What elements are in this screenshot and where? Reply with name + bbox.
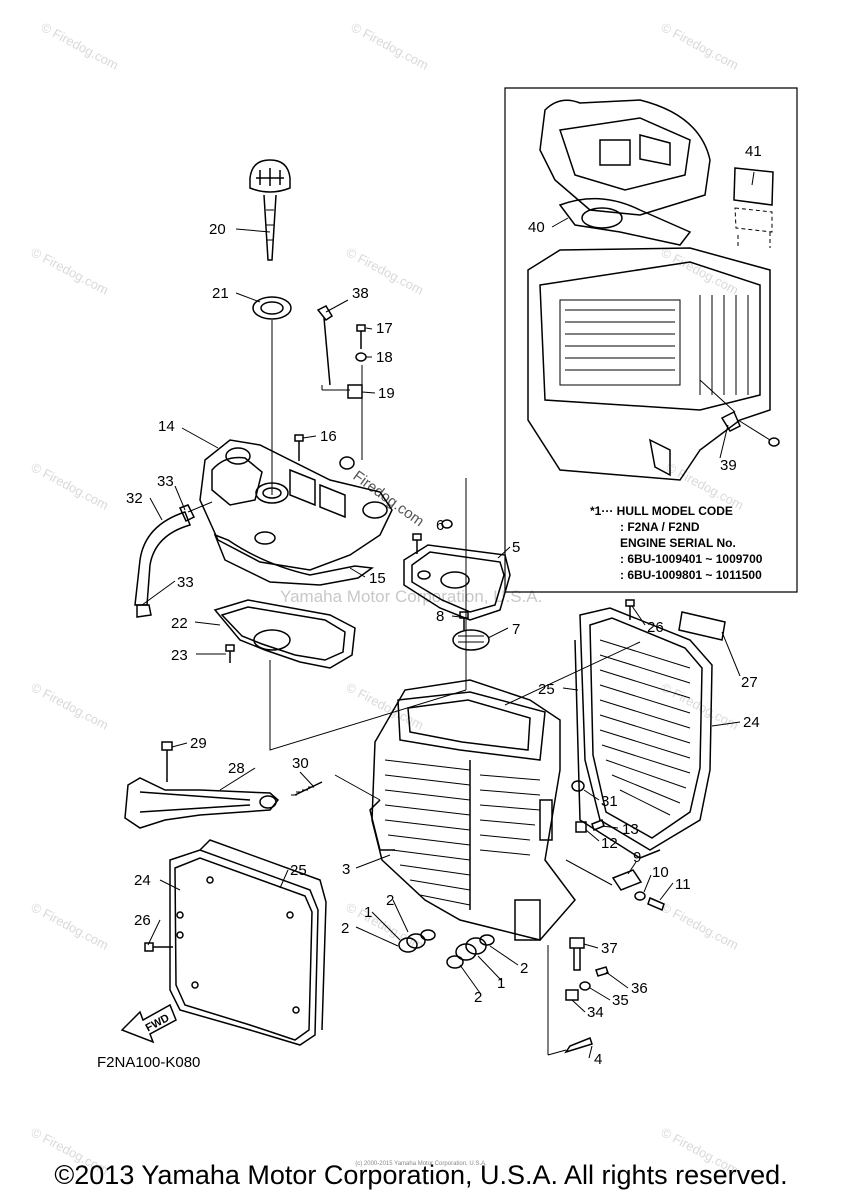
callout-numbers: 20 21 38 17 18 19 14 16 33 32 15 33 22 2… xyxy=(126,143,762,1068)
callout-33: 33 xyxy=(157,473,174,490)
callout-16: 16 xyxy=(320,428,337,445)
callout-3: 3 xyxy=(342,861,350,878)
callout-30: 30 xyxy=(292,755,309,772)
watermark-firedog: Firedog.com xyxy=(350,467,427,530)
callout-27: 27 xyxy=(741,674,758,691)
callout-37: 37 xyxy=(601,940,618,957)
callout-32: 32 xyxy=(126,490,143,507)
callout-12: 12 xyxy=(601,835,618,852)
callout-2: 2 xyxy=(386,892,394,909)
callout-24: 24 xyxy=(134,872,151,889)
oil-filler-cap xyxy=(249,159,291,261)
callout-22: 22 xyxy=(171,615,188,632)
callout-2: 2 xyxy=(474,989,482,1006)
callout-40: 40 xyxy=(528,219,545,236)
right-cover-fins xyxy=(599,639,691,816)
callout-9: 9 xyxy=(633,849,641,866)
callout-31: 31 xyxy=(601,793,618,810)
callout-18: 18 xyxy=(376,349,393,366)
callout-39: 39 xyxy=(720,457,737,474)
callout-10: 10 xyxy=(652,864,669,881)
small-copyright: (c) 2000-2015 Yamaha Motor Corporation, … xyxy=(355,1161,487,1167)
watermark-tile: © Firedog.com xyxy=(349,19,431,72)
callout-29: 29 xyxy=(190,735,207,752)
inset-note-line2: : F2NA / F2ND xyxy=(620,520,700,534)
callout-13: 13 xyxy=(622,821,639,838)
support-arm xyxy=(124,741,323,829)
callout-26: 26 xyxy=(647,619,664,636)
callout-1: 1 xyxy=(364,904,372,921)
callout-26: 26 xyxy=(134,912,151,929)
copyright-notice: ©2013 Yamaha Motor Corporation, U.S.A. A… xyxy=(54,1160,788,1190)
callout-41: 41 xyxy=(745,143,762,160)
callout-21: 21 xyxy=(212,285,229,302)
fwd-arrow-icon xyxy=(120,1003,177,1044)
inset-note-line3: ENGINE SERIAL No. xyxy=(620,536,736,550)
callout-23: 23 xyxy=(171,647,188,664)
watermark-tile: © Firedog.com xyxy=(659,679,741,732)
watermark-tile: © Firedog.com xyxy=(39,19,121,72)
callout-8: 8 xyxy=(436,608,444,625)
callout-17: 17 xyxy=(376,320,393,337)
callout-2: 2 xyxy=(520,960,528,977)
callout-34: 34 xyxy=(587,1004,604,1021)
inset-note: *1··· HULL MODEL CODE : F2NA / F2ND ENGI… xyxy=(590,504,763,582)
leader-lines xyxy=(141,171,755,1059)
callout-28: 28 xyxy=(228,760,245,777)
callout-5: 5 xyxy=(512,539,520,556)
plate-5 xyxy=(403,519,511,651)
fwd-label: FWD xyxy=(144,1012,172,1034)
callout-15: 15 xyxy=(369,570,386,587)
watermark-tile: © Firedog.com xyxy=(29,459,111,512)
watermark-tile: © Firedog.com xyxy=(29,244,111,297)
callout-36: 36 xyxy=(631,980,648,997)
callout-4: 4 xyxy=(594,1051,602,1068)
plate-22 xyxy=(213,599,356,669)
small-bolts xyxy=(294,305,367,470)
callout-38: 38 xyxy=(352,285,369,302)
right-cover xyxy=(574,599,726,859)
callout-25: 25 xyxy=(538,681,555,698)
inset-note-line5: : 6BU-1009801 ~ 1011500 xyxy=(620,568,762,582)
callout-24: 24 xyxy=(743,714,760,731)
watermark-center: Yamaha Motor Corporation, U.S.A. xyxy=(280,587,542,606)
crankcase-fins xyxy=(384,759,541,906)
watermark-tile: © Firedog.com xyxy=(344,899,426,952)
o-rings xyxy=(398,929,495,969)
watermark-tile: © Firedog.com xyxy=(659,899,741,952)
diagram-code: F2NA100-K080 xyxy=(97,1054,200,1071)
watermark-tile: © Firedog.com xyxy=(659,244,741,297)
watermark-tile: © Firedog.com xyxy=(29,679,111,732)
callout-25: 25 xyxy=(290,862,307,879)
inset-fins xyxy=(565,295,749,395)
inset-note-line4: : 6BU-1009401 ~ 1009700 xyxy=(620,552,763,566)
callout-35: 35 xyxy=(612,992,629,1009)
callout-19: 19 xyxy=(378,385,395,402)
inset-box xyxy=(504,87,798,593)
callout-6: 6 xyxy=(436,517,444,534)
watermark-tile: © Firedog.com xyxy=(29,899,111,952)
callout-1: 1 xyxy=(497,975,505,992)
cylinder-head-cover xyxy=(199,439,393,571)
callout-7: 7 xyxy=(512,621,520,638)
inset-note-line1: *1··· HULL MODEL CODE xyxy=(590,504,733,518)
callout-14: 14 xyxy=(158,418,175,435)
small-fittings xyxy=(571,780,665,912)
breather-hose xyxy=(134,501,213,618)
watermark-tile: © Firedog.com xyxy=(659,19,741,72)
crankcase-block xyxy=(369,679,576,941)
callout-20: 20 xyxy=(209,221,226,238)
callout-11: 11 xyxy=(675,876,691,893)
lower-fittings xyxy=(547,937,609,1056)
callout-33: 33 xyxy=(177,574,194,591)
callout-2: 2 xyxy=(341,920,349,937)
